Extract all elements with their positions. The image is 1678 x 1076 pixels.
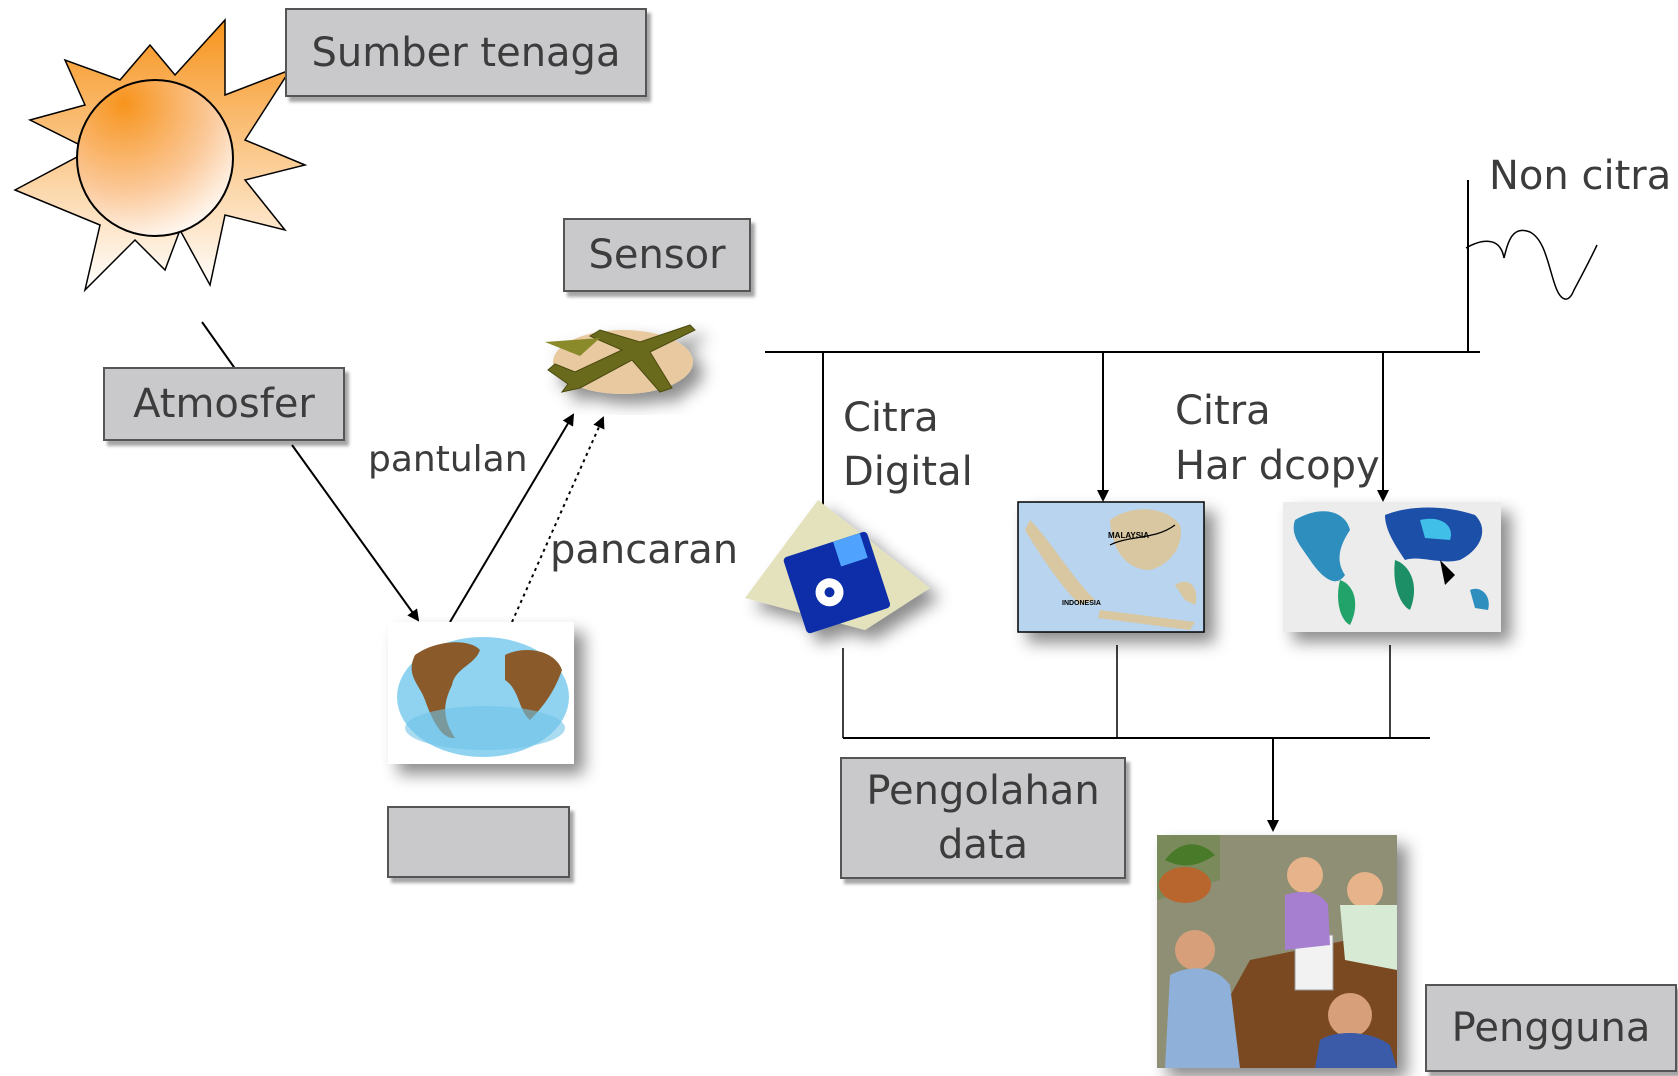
reflection-arrow xyxy=(449,413,575,623)
data-processing-box: Pengolahan data xyxy=(840,757,1126,879)
airplane-icon xyxy=(545,324,696,394)
hardcopy-image-label-line2: Har dcopy xyxy=(1175,443,1380,489)
emission-label: pancaran xyxy=(550,527,739,573)
power-source-label: Sumber tenaga xyxy=(311,29,621,76)
sensor-box: Sensor xyxy=(563,218,751,292)
reflection-label: pantulan xyxy=(368,439,528,480)
power-source-box: Sumber tenaga xyxy=(285,8,647,97)
floppy-disk-icon xyxy=(745,500,930,634)
earth-object-box xyxy=(387,806,570,878)
user-label: Pengguna xyxy=(1451,1005,1651,1051)
signal-wave-icon xyxy=(1465,229,1598,300)
sun-icon xyxy=(13,18,308,293)
non-image-label: Non citra xyxy=(1489,153,1672,199)
digital-image-label-line1: Citra xyxy=(843,395,939,441)
sensor-label: Sensor xyxy=(588,232,726,278)
map-indonesia-icon: MALAYSIA INDONESIA xyxy=(1017,501,1205,633)
globe-icon xyxy=(388,622,574,764)
user-box: Pengguna xyxy=(1425,984,1677,1072)
sun-ray-line xyxy=(201,321,237,371)
world-map-icon xyxy=(1283,502,1501,632)
data-processing-label-line1: Pengolahan xyxy=(866,768,1100,814)
emission-arrow xyxy=(511,416,605,623)
incident-arrow xyxy=(291,444,420,622)
data-processing-label-line2: data xyxy=(937,822,1029,868)
map-label-malaysia: MALAYSIA xyxy=(1108,531,1149,540)
map-label-indonesia: INDONESIA xyxy=(1062,600,1101,607)
atmosphere-label: Atmosfer xyxy=(133,381,315,427)
meeting-people-icon xyxy=(1157,835,1397,1068)
atmosphere-box: Atmosfer xyxy=(103,367,345,441)
hardcopy-image-label-line1: Citra xyxy=(1175,388,1271,434)
digital-image-label-line2: Digital xyxy=(843,449,973,495)
